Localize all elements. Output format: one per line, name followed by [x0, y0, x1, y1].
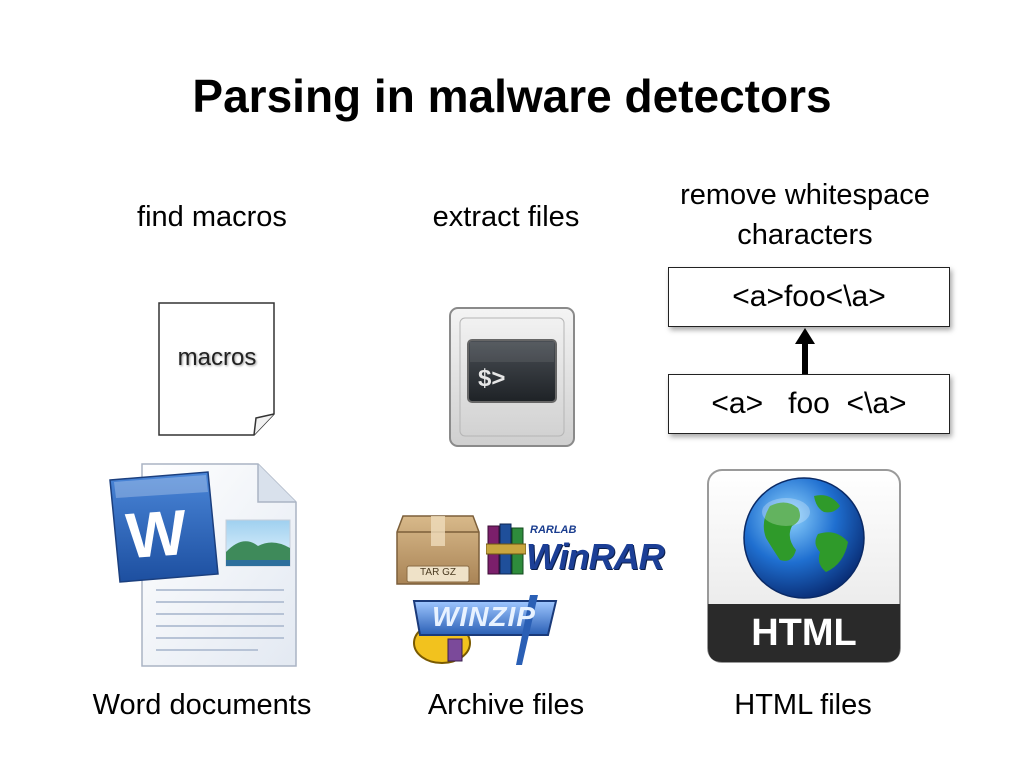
terminal-icon: $>	[448, 306, 576, 453]
svg-text:W: W	[124, 496, 190, 572]
box-normalized-html: <a>foo<\a>	[668, 267, 950, 327]
winzip-label: WINZIP	[432, 601, 536, 632]
heading-remove-whitespace: remove whitespace characters	[680, 179, 930, 251]
box-raw-html: <a> foo <\a>	[668, 374, 950, 434]
caption-html-files: HTML files	[734, 689, 872, 721]
html-file-icon: HTML	[706, 468, 902, 669]
svg-text:$>: $>	[478, 365, 505, 392]
macros-label: macros	[177, 344, 257, 371]
html-label: HTML	[751, 612, 857, 654]
winrar-books-icon	[485, 522, 527, 581]
winrar-label: WinRAR	[526, 536, 665, 577]
word-document-icon: W	[108, 462, 298, 673]
heading-find-macros: find macros	[137, 201, 287, 233]
arrow-up-icon	[795, 328, 815, 381]
macros-document-icon: macros	[158, 302, 276, 436]
caption-word-documents: Word documents	[92, 689, 312, 721]
rarlab-label: RARLAB	[530, 524, 577, 536]
globe-icon	[743, 477, 865, 599]
targz-box-icon: TAR GZ	[395, 510, 481, 593]
targz-label: TAR GZ	[420, 567, 456, 578]
heading-extract-files: extract files	[432, 201, 580, 233]
slide-title: Parsing in malware detectors	[192, 70, 832, 122]
caption-archive-files: Archive files	[427, 689, 585, 721]
winzip-logo-icon: WINZIP	[410, 595, 560, 672]
